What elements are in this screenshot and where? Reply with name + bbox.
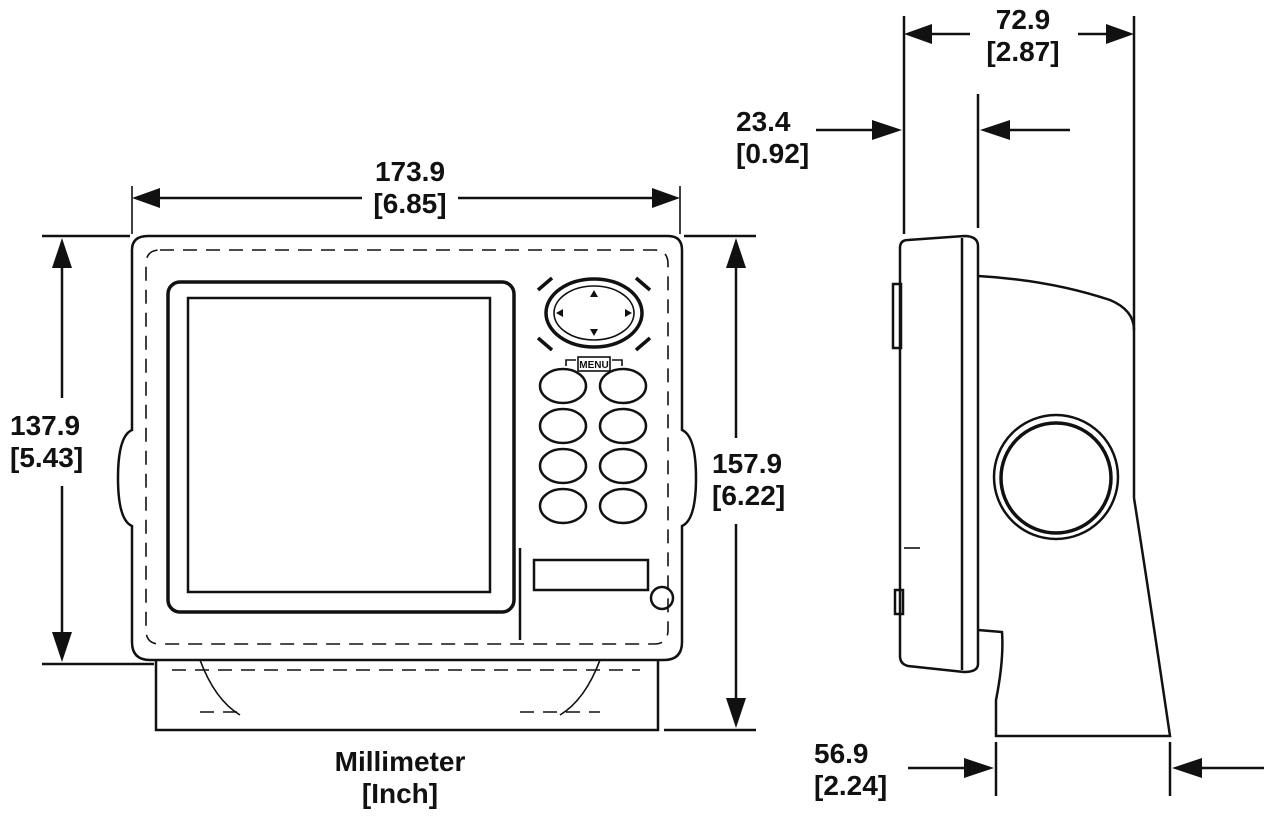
direction-pad-inner <box>553 285 635 341</box>
depth-in: [2.87] <box>986 36 1060 67</box>
direction-pad <box>544 277 644 349</box>
mount-knob-inner <box>999 421 1113 535</box>
units-caption: Millimeter [Inch] <box>300 746 500 810</box>
front-inner-border <box>145 249 669 645</box>
bezel-depth-mm: 23.4 <box>736 106 791 137</box>
depth-mm: 72.9 <box>995 4 1051 35</box>
mount-base <box>154 660 660 732</box>
card-slot <box>532 558 650 592</box>
total-height-dimension-label: 157.9 [6.22] <box>712 448 785 512</box>
key-button <box>538 487 588 525</box>
key-button <box>598 407 648 445</box>
key-button <box>538 367 588 405</box>
dpad-corner-marks <box>536 276 652 352</box>
base-depth-in: [2.24] <box>814 770 888 801</box>
side-bezel <box>898 234 980 674</box>
menu-label: MENU <box>579 360 608 371</box>
body-height-mm: 137.9 <box>10 410 81 441</box>
side-view <box>816 16 1264 796</box>
key-button <box>598 367 648 405</box>
depth-dimension-label: 72.9 [2.87] <box>968 4 1078 68</box>
screen-bezel <box>166 280 516 614</box>
total-height-in: [6.22] <box>712 480 786 511</box>
key-button <box>538 447 588 485</box>
body-height-in: [5.43] <box>10 442 84 473</box>
menu-label-box <box>577 356 611 372</box>
width-dimension-label: 173.9 [6.85] <box>352 156 468 220</box>
bezel-depth-in: [0.92] <box>736 138 810 169</box>
knob <box>649 585 675 611</box>
width-mm: 173.9 <box>374 156 446 187</box>
side-housing <box>977 274 1136 498</box>
key-button <box>598 447 648 485</box>
base-depth-mm: 56.9 <box>814 738 869 769</box>
screen <box>186 296 492 594</box>
body-height-dimension-label: 137.9 [5.43] <box>10 410 83 474</box>
key-button <box>598 487 648 525</box>
base-depth-dimension-label: 56.9 [2.24] <box>814 738 887 802</box>
front-view: MENU <box>42 186 756 732</box>
key-button <box>538 407 588 445</box>
keypad-buttons <box>538 367 648 525</box>
units-caption-inch: [Inch] <box>361 778 439 809</box>
front-body-outline <box>116 234 698 662</box>
width-in: [6.85] <box>373 188 447 219</box>
bezel-depth-dimension-label: 23.4 [0.92] <box>736 106 809 170</box>
mount-knob <box>992 413 1120 541</box>
side-bracket <box>977 497 1172 738</box>
units-caption-mm: Millimeter <box>334 746 466 777</box>
total-height-mm: 157.9 <box>712 448 783 479</box>
